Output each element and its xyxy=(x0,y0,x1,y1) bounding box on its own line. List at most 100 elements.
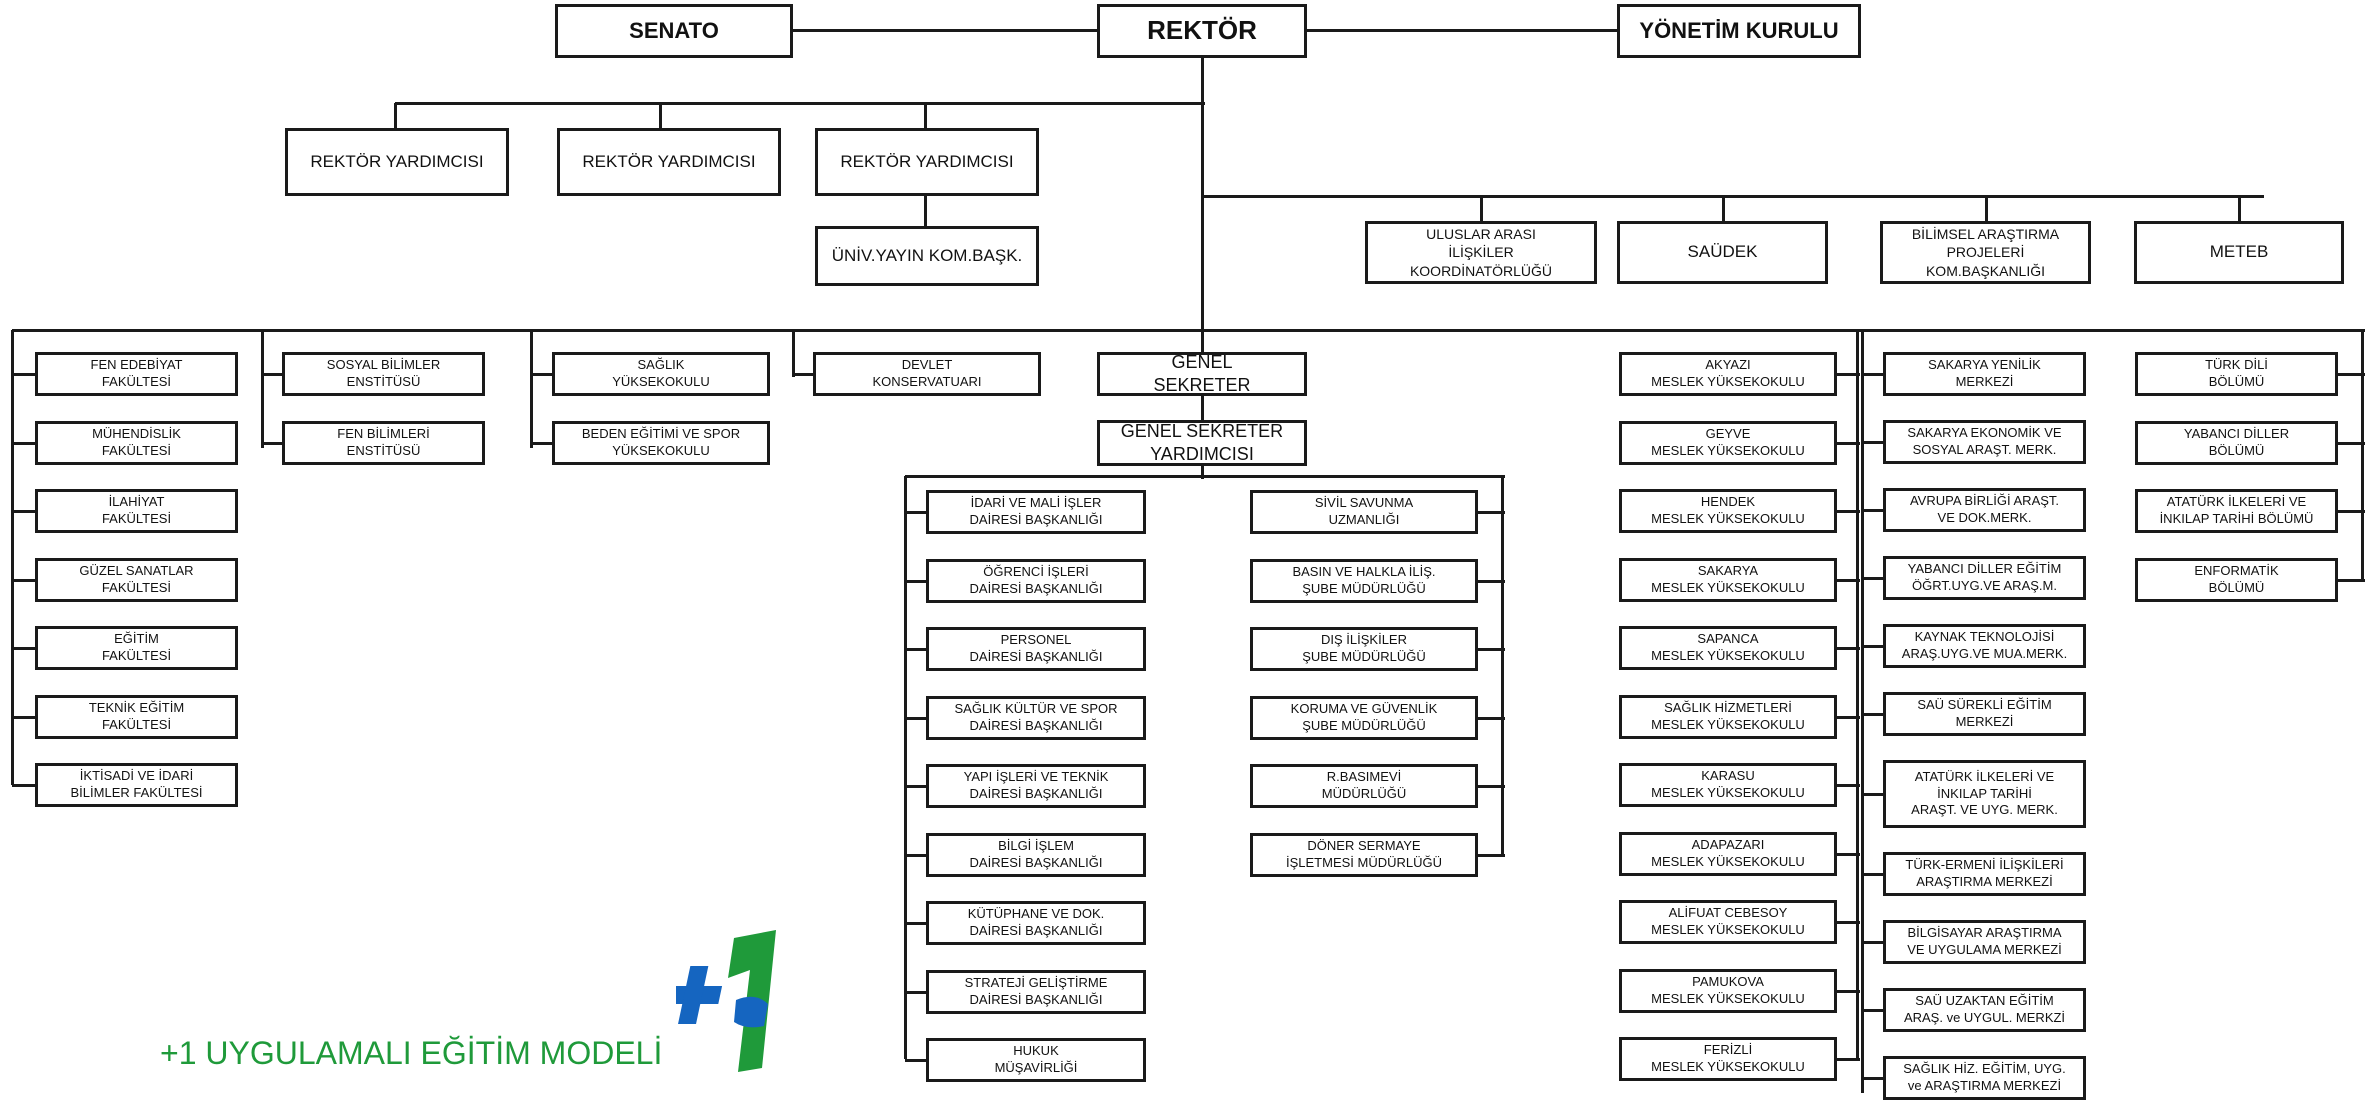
connector-line xyxy=(262,442,285,445)
research-center-box: SAÜ SÜREKLİ EĞİTİM MERKEZİ xyxy=(1883,692,2086,736)
brand-text: +1 UYGULAMALI EĞİTİM MODELİ xyxy=(160,1035,663,1071)
research-center-box: SAKARYA EKONOMİK VE SOSYAL ARAŞT. MERK. xyxy=(1883,420,2086,464)
connector-line xyxy=(1862,577,1886,580)
connector-line xyxy=(1862,713,1886,716)
department-box: ENFORMATİK BÖLÜMÜ xyxy=(2135,557,2338,602)
connector-line xyxy=(2338,510,2365,513)
connector-line xyxy=(12,329,2365,332)
research-center-box: SAKARYA YENİLİK MERKEZİ xyxy=(1883,352,2086,396)
connector-line xyxy=(1837,1058,1860,1061)
connector-line xyxy=(1837,715,1860,719)
connector-line xyxy=(1837,989,1860,993)
faculty-box: GÜZEL SANATLAR FAKÜLTESİ xyxy=(35,557,238,602)
connector-line xyxy=(905,853,929,857)
connector-line xyxy=(2338,441,2365,445)
myo-box: AKYAZI MESLEK YÜKSEKOKULU xyxy=(1619,352,1837,396)
research-center-box: AVRUPA BİRLİĞİ ARAŞT. VE DOK.MERK. xyxy=(1883,488,2086,532)
connector-line xyxy=(904,476,907,1059)
vice-rector-box: REKTÖR YARDIMCISI xyxy=(557,128,781,196)
daire-box: KÜTÜPHANE VE DOK. DAİRESİ BAŞKANLIĞI xyxy=(926,901,1146,945)
connector-line xyxy=(262,373,285,376)
mudurluk-box: DÖNER SERMAYE İŞLETMESİ MÜDÜRLÜĞÜ xyxy=(1250,832,1478,877)
faculty-box: TEKNİK EĞİTİM FAKÜLTESİ xyxy=(35,694,238,739)
myo-box: GEYVE MESLEK YÜKSEKOKULU xyxy=(1619,420,1837,465)
connector-line xyxy=(1862,793,1886,796)
connector-line xyxy=(12,510,38,513)
connector-line xyxy=(530,330,533,448)
connector-line xyxy=(1478,511,1505,514)
myo-box: HENDEK MESLEK YÜKSEKOKULU xyxy=(1619,489,1837,533)
connector-line xyxy=(1478,785,1505,788)
connector-line xyxy=(1480,196,1483,224)
connector-line xyxy=(1862,509,1886,512)
daire-box: SAĞLIK KÜLTÜR VE SPOR DAİRESİ BAŞKANLIĞI xyxy=(926,695,1146,740)
yayin-komisyon-box: ÜNİV.YAYIN KOM.BAŞK. xyxy=(815,226,1039,286)
connector-line xyxy=(905,648,929,651)
connector-line xyxy=(2338,373,2365,376)
mudurluk-box: BASIN VE HALKLA İLİŞ. ŞUBE MÜDÜRLÜĞÜ xyxy=(1250,558,1478,603)
connector-line xyxy=(1478,579,1505,583)
connector-line xyxy=(395,102,1205,105)
connector-line xyxy=(1862,1009,1886,1012)
connector-line xyxy=(1201,466,1204,479)
connector-line xyxy=(1856,330,1859,1059)
connector-line xyxy=(924,103,927,131)
connector-line xyxy=(1478,648,1505,651)
research-center-box: BİLGİSAYAR ARAŞTIRMA VE UYGULAMA MERKEZİ xyxy=(1883,920,2086,964)
daire-box: PERSONEL DAİRESİ BAŞKANLIĞI xyxy=(926,627,1146,671)
research-center-box: YABANCI DİLLER EĞİTİM ÖĞRT.UYG.VE ARAŞ.M… xyxy=(1883,556,2086,600)
connector-line xyxy=(12,578,38,582)
connector-line xyxy=(2361,330,2364,581)
research-center-box: ATATÜRK İLKELERİ VE İNKILAP TARİHİ ARAŞT… xyxy=(1883,760,2086,828)
vice-rector-box: REKTÖR YARDIMCISI xyxy=(285,128,509,196)
research-center-box: KAYNAK TEKNOLOJİSİ ARAŞ.UYG.VE MUA.MERK. xyxy=(1883,624,2086,668)
bap-komisyon-box: BİLİMSEL ARAŞTIRMA PROJELERİ KOM.BAŞKANL… xyxy=(1880,221,2091,284)
connector-line xyxy=(1721,196,1725,224)
plus-one-logo-icon xyxy=(676,930,776,1072)
myo-box: SAPANCA MESLEK YÜKSEKOKULU xyxy=(1619,626,1837,670)
department-box: YABANCI DİLLER BÖLÜMÜ xyxy=(2135,420,2338,465)
uluslararasi-iliskiler-box: ULUSLAR ARASI İLİŞKİLER KOORDİNATÖRLÜĞÜ xyxy=(1365,221,1597,284)
daire-box: HUKUK MÜŞAVİRLİĞİ xyxy=(926,1038,1146,1082)
connector-line xyxy=(2338,578,2365,582)
connector-line xyxy=(1862,873,1886,876)
myo-box: KARASU MESLEK YÜKSEKOKULU xyxy=(1619,763,1837,807)
connector-line xyxy=(793,373,816,376)
connector-line xyxy=(12,373,38,376)
department-box: TÜRK DİLİ BÖLÜMÜ xyxy=(2135,352,2338,396)
connector-line xyxy=(1837,578,1860,582)
faculty-box: İKTİSADİ VE İDARİ BİLİMLER FAKÜLTESİ xyxy=(35,763,238,807)
connector-line xyxy=(2238,196,2241,224)
connector-line xyxy=(905,511,929,514)
connector-line xyxy=(1478,716,1505,720)
connector-line xyxy=(1478,853,1505,857)
mudurluk-box: KORUMA VE GÜVENLİK ŞUBE MÜDÜRLÜĞÜ xyxy=(1250,695,1478,740)
connector-line xyxy=(261,330,264,448)
myo-box: ADAPAZARI MESLEK YÜKSEKOKULU xyxy=(1619,831,1837,876)
research-center-box: TÜRK-ERMENİ İLİŞKİLERİ ARAŞTIRMA MERKEZİ xyxy=(1883,852,2086,896)
connector-line xyxy=(1862,1077,1886,1080)
research-center-box: SAĞLIK HİZ. EĞİTİM, UYG. ve ARAŞTIRMA ME… xyxy=(1883,1056,2086,1100)
mudurluk-box: DIŞ İLİŞKİLER ŞUBE MÜDÜRLÜĞÜ xyxy=(1250,627,1478,671)
vice-rector-box: REKTÖR YARDIMCISI xyxy=(815,128,1039,196)
myo-box: ALİFUAT CEBESOY MESLEK YÜKSEKOKULU xyxy=(1619,900,1837,944)
connector-line xyxy=(1861,330,1864,1093)
connector-line xyxy=(394,103,397,131)
connector-line xyxy=(12,647,38,650)
meteb-box: METEB xyxy=(2134,221,2344,284)
myo-box: SAĞLIK HİZMETLERİ MESLEK YÜKSEKOKULU xyxy=(1619,694,1837,739)
connector-line xyxy=(1837,921,1860,924)
daire-box: İDARİ VE MALİ İŞLER DAİRESİ BAŞKANLIĞI xyxy=(926,490,1146,534)
school-box: SAĞLIK YÜKSEKOKULU xyxy=(552,352,770,396)
connector-line xyxy=(531,373,555,376)
connector-line xyxy=(1837,373,1860,376)
senato-box: SENATO xyxy=(555,4,793,58)
connector-line xyxy=(905,475,1505,478)
daire-box: BİLGİ İŞLEM DAİRESİ BAŞKANLIĞI xyxy=(926,832,1146,877)
connector-line xyxy=(12,441,38,445)
school-box: BEDEN EĞİTİMİ VE SPOR YÜKSEKOKULU xyxy=(552,421,770,465)
connector-line xyxy=(905,990,929,994)
genel-sekreter-box: GENEL SEKRETER xyxy=(1097,352,1307,396)
mudurluk-box: R.BASIMEVİ MÜDÜRLÜĞÜ xyxy=(1250,764,1478,808)
research-center-box: SAÜ UZAKTAN EĞİTİM ARAŞ. ve UYGUL. MERKZ… xyxy=(1883,988,2086,1032)
